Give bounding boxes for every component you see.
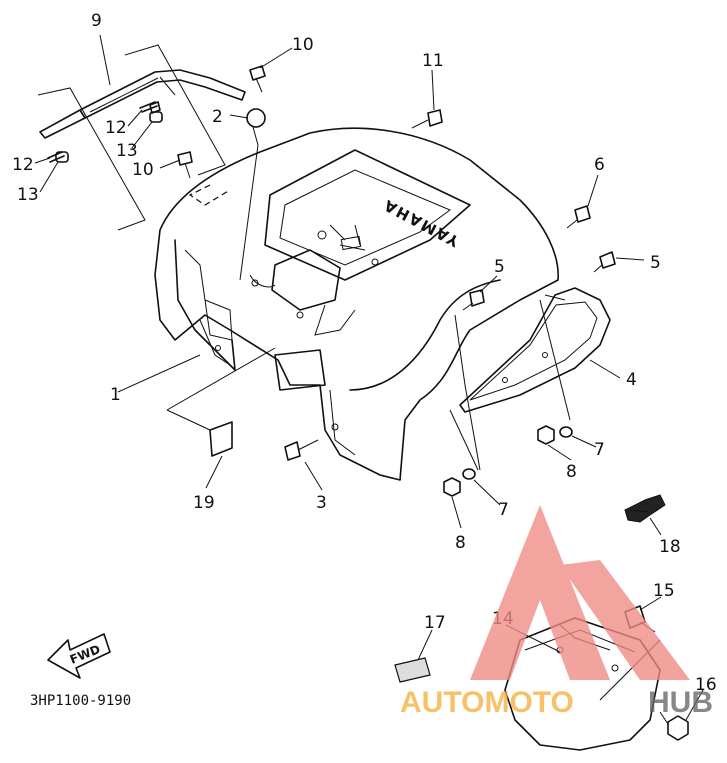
leader-lines xyxy=(34,47,704,721)
bolt-11 xyxy=(411,109,443,129)
callout-16: 16 xyxy=(695,675,717,695)
clip-18 xyxy=(624,494,666,523)
bolt-3 xyxy=(284,439,319,461)
flap-4 xyxy=(459,287,611,413)
callout-13b: 13 xyxy=(17,185,39,205)
callout-7b: 7 xyxy=(498,500,509,520)
callout-7a: 7 xyxy=(594,440,605,460)
callout-19: 19 xyxy=(193,493,215,513)
washer-7b xyxy=(462,468,476,480)
bolt-5a xyxy=(593,251,616,273)
callout-2: 2 xyxy=(212,107,223,127)
collar-13b xyxy=(55,151,69,163)
sticker-17 xyxy=(394,657,431,683)
bolt-6 xyxy=(566,205,591,229)
bolt-5b xyxy=(462,289,485,311)
leader-9b xyxy=(124,44,226,176)
callout-15: 15 xyxy=(653,581,675,601)
callout-1: 1 xyxy=(110,385,121,405)
nut-8b xyxy=(443,477,461,497)
callout-5a: 5 xyxy=(650,253,661,273)
fwd-arrow: FWD xyxy=(47,633,111,679)
spring-12b xyxy=(47,151,65,163)
callout-9: 9 xyxy=(91,11,102,31)
grab-bar xyxy=(39,69,246,139)
leader-4-frame xyxy=(449,299,571,471)
collar-13a xyxy=(149,111,163,123)
callout-4: 4 xyxy=(626,370,637,390)
watermark-text-auto: AUTOMOTO xyxy=(400,686,574,719)
nut-16 xyxy=(659,711,689,741)
callout-11: 11 xyxy=(422,51,444,71)
watermark-logo-icon xyxy=(470,505,690,680)
callout-8a: 8 xyxy=(566,462,577,482)
bolt-2 xyxy=(239,108,266,281)
callout-12b: 12 xyxy=(12,155,34,175)
spring-12a xyxy=(139,101,158,113)
callout-6: 6 xyxy=(594,155,605,175)
callout-5b: 5 xyxy=(494,257,505,277)
callout-10b: 10 xyxy=(132,160,154,180)
watermark-text-hub: HUB xyxy=(648,686,713,719)
plate-19 xyxy=(166,347,276,457)
bolt-10a xyxy=(249,65,266,93)
bolt-10b xyxy=(177,151,193,179)
callout-12a: 12 xyxy=(105,118,127,138)
callout-numbers: 1 2 3 4 5 5 6 7 7 8 8 9 10 10 11 12 12 1… xyxy=(12,11,717,695)
nut-8a xyxy=(537,425,555,445)
diagram-code: 3HP1100-9190 xyxy=(30,693,131,709)
leader-9 xyxy=(37,87,146,231)
washer-7a xyxy=(559,426,573,438)
callout-13a: 13 xyxy=(116,141,138,161)
callout-3: 3 xyxy=(316,493,327,513)
callout-17: 17 xyxy=(424,613,446,633)
watermark: AUTOMOTO HUB xyxy=(400,505,713,719)
callout-8b: 8 xyxy=(455,533,466,553)
callout-18: 18 xyxy=(659,537,681,557)
callout-10a: 10 xyxy=(292,35,314,55)
